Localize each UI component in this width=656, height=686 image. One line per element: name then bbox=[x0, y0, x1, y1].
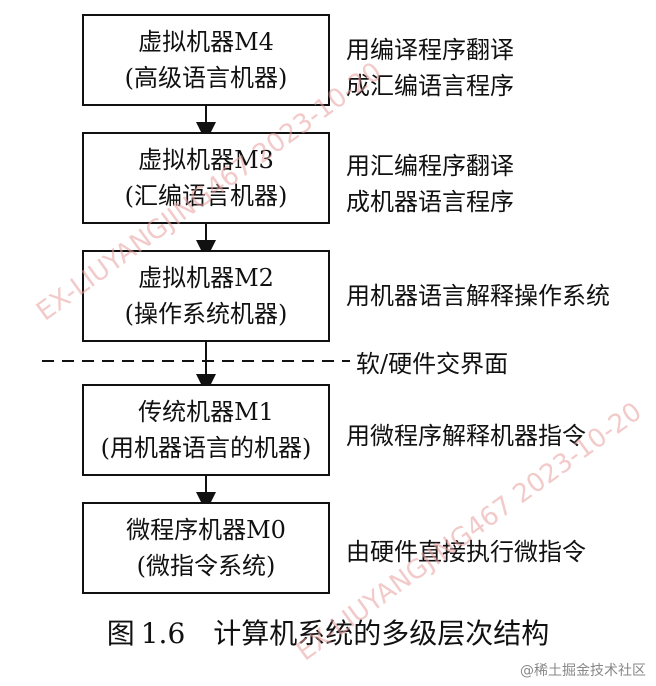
desc-line: 用编译程序翻译 bbox=[346, 36, 514, 64]
desc-line: 用微程序解释机器指令 bbox=[346, 422, 586, 450]
desc-line: 由硬件直接执行微指令 bbox=[346, 538, 586, 566]
desc-line: 用汇编程序翻译 bbox=[346, 152, 514, 180]
level-title: 虚拟机器M4 bbox=[138, 28, 274, 56]
desc-line: 成汇编语言程序 bbox=[346, 72, 514, 100]
level-box-m4: 虚拟机器M4 (高级语言机器) bbox=[82, 14, 330, 106]
level-title: 虚拟机器M3 bbox=[138, 146, 274, 174]
interface-label: 软/硬件交界面 bbox=[356, 350, 509, 378]
caption-figure: 图 bbox=[106, 617, 135, 650]
level-box-m0: 微程序机器M0 (微指令系统) bbox=[82, 502, 330, 594]
level-box-m2: 虚拟机器M2 (操作系统机器) bbox=[82, 250, 330, 342]
desc-line: 成机器语言程序 bbox=[346, 188, 514, 216]
level-subtitle: (用机器语言的机器) bbox=[100, 434, 312, 462]
level-subtitle: (高级语言机器) bbox=[124, 64, 288, 92]
brand-label: @稀土掘金技术社区 bbox=[520, 663, 646, 679]
level-title: 微程序机器M0 bbox=[126, 516, 286, 544]
level-subtitle: (操作系统机器) bbox=[124, 300, 288, 328]
level-subtitle: (汇编语言机器) bbox=[124, 182, 288, 210]
level-title: 虚拟机器M2 bbox=[138, 264, 274, 292]
level-subtitle: (微指令系统) bbox=[136, 552, 276, 580]
caption-number: 1.6 bbox=[140, 617, 186, 650]
caption-text: 计算机系统的多级层次结构 bbox=[213, 617, 550, 650]
level-desc-m3: 用汇编程序翻译 成机器语言程序 bbox=[346, 148, 514, 220]
level-desc-m2: 用机器语言解释操作系统 bbox=[346, 278, 610, 314]
level-box-m1: 传统机器M1 (用机器语言的机器) bbox=[82, 384, 330, 476]
desc-line: 用机器语言解释操作系统 bbox=[346, 282, 610, 310]
level-desc-m4: 用编译程序翻译 成汇编语言程序 bbox=[346, 32, 514, 104]
level-box-m3: 虚拟机器M3 (汇编语言机器) bbox=[82, 132, 330, 224]
level-desc-m0: 由硬件直接执行微指令 bbox=[346, 534, 586, 570]
level-title: 传统机器M1 bbox=[138, 398, 274, 426]
level-desc-m1: 用微程序解释机器指令 bbox=[346, 418, 586, 454]
